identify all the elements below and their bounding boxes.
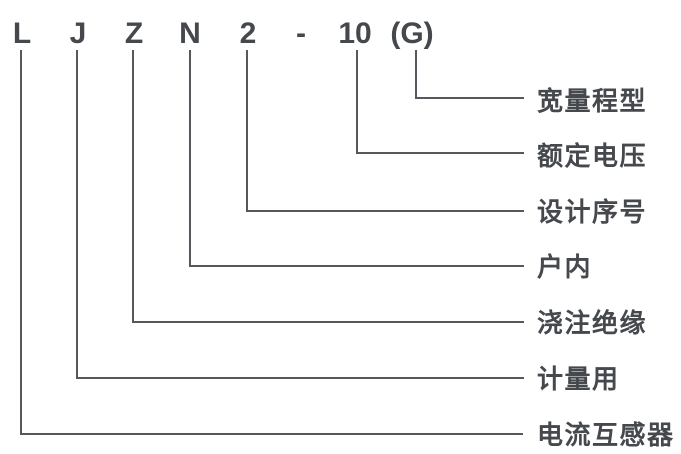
label-indoor: 户内: [537, 252, 593, 282]
connector-hline-J: [76, 377, 524, 379]
label-rated-voltage: 额定电压: [537, 141, 648, 171]
code-char-G: (G): [390, 17, 434, 50]
code-char-L: L: [12, 17, 32, 50]
code-char-N: N: [179, 17, 201, 50]
connector-vline-10: [356, 50, 358, 154]
connector-hline-2: [246, 210, 524, 212]
label-wide-range-type: 宽量程型: [537, 86, 648, 116]
code-char-2: 2: [239, 17, 257, 50]
label-cast-insulation: 浇注绝缘: [537, 308, 648, 338]
connector-vline-N: [189, 50, 191, 267]
code-char-Z: Z: [124, 17, 144, 50]
code-char-J: J: [69, 17, 87, 50]
connector-vline-Z: [132, 50, 134, 323]
code-char-10: 10: [338, 17, 372, 50]
connector-hline-G: [415, 97, 524, 99]
label-current-transformer: 电流互感器: [537, 420, 675, 450]
label-for-metering: 计量用: [537, 364, 620, 394]
connector-hline-10: [356, 152, 524, 154]
connector-vline-G: [415, 50, 417, 99]
connector-vline-L: [20, 50, 22, 435]
connector-vline-J: [76, 50, 78, 379]
label-design-serial-number: 设计序号: [537, 197, 648, 227]
connector-vline-2: [246, 50, 248, 212]
connector-hline-N: [189, 265, 524, 267]
connector-hline-L: [20, 433, 523, 435]
connector-hline-Z: [132, 321, 524, 323]
code-char-dash: -: [296, 17, 306, 50]
